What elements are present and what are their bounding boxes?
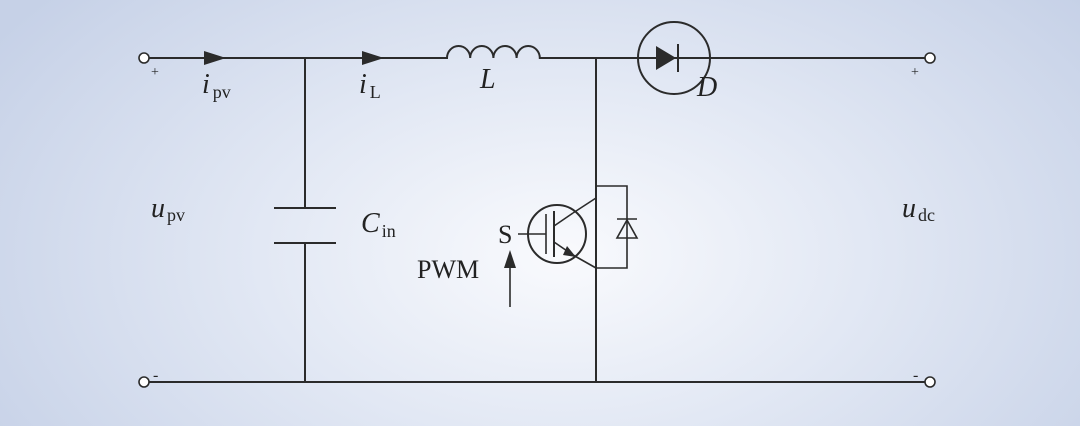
label-inductor-l: L <box>479 64 496 95</box>
label-diode-d: D <box>696 72 717 103</box>
terminal-plus-left: + <box>151 65 159 80</box>
terminal-plus-right: + <box>911 65 919 80</box>
i-l-arrow-icon <box>362 51 384 65</box>
input-positive-terminal <box>138 52 150 64</box>
i-pv-arrow-icon <box>204 51 226 65</box>
capacitor-cin-icon <box>274 57 336 383</box>
igbt-switch-s-icon <box>518 197 597 269</box>
inductor-l-icon <box>445 45 541 60</box>
pwm-arrow-icon <box>504 250 516 307</box>
label-s: S <box>498 220 512 249</box>
output-negative-terminal <box>924 376 936 388</box>
antiparallel-diode-icon <box>596 185 639 269</box>
diode-d-icon <box>637 21 711 95</box>
terminal-minus-right: - <box>913 367 918 384</box>
input-negative-terminal <box>138 376 150 388</box>
terminal-minus-left: - <box>153 367 158 384</box>
output-positive-terminal <box>924 52 936 64</box>
label-pwm: PWM <box>417 255 479 284</box>
